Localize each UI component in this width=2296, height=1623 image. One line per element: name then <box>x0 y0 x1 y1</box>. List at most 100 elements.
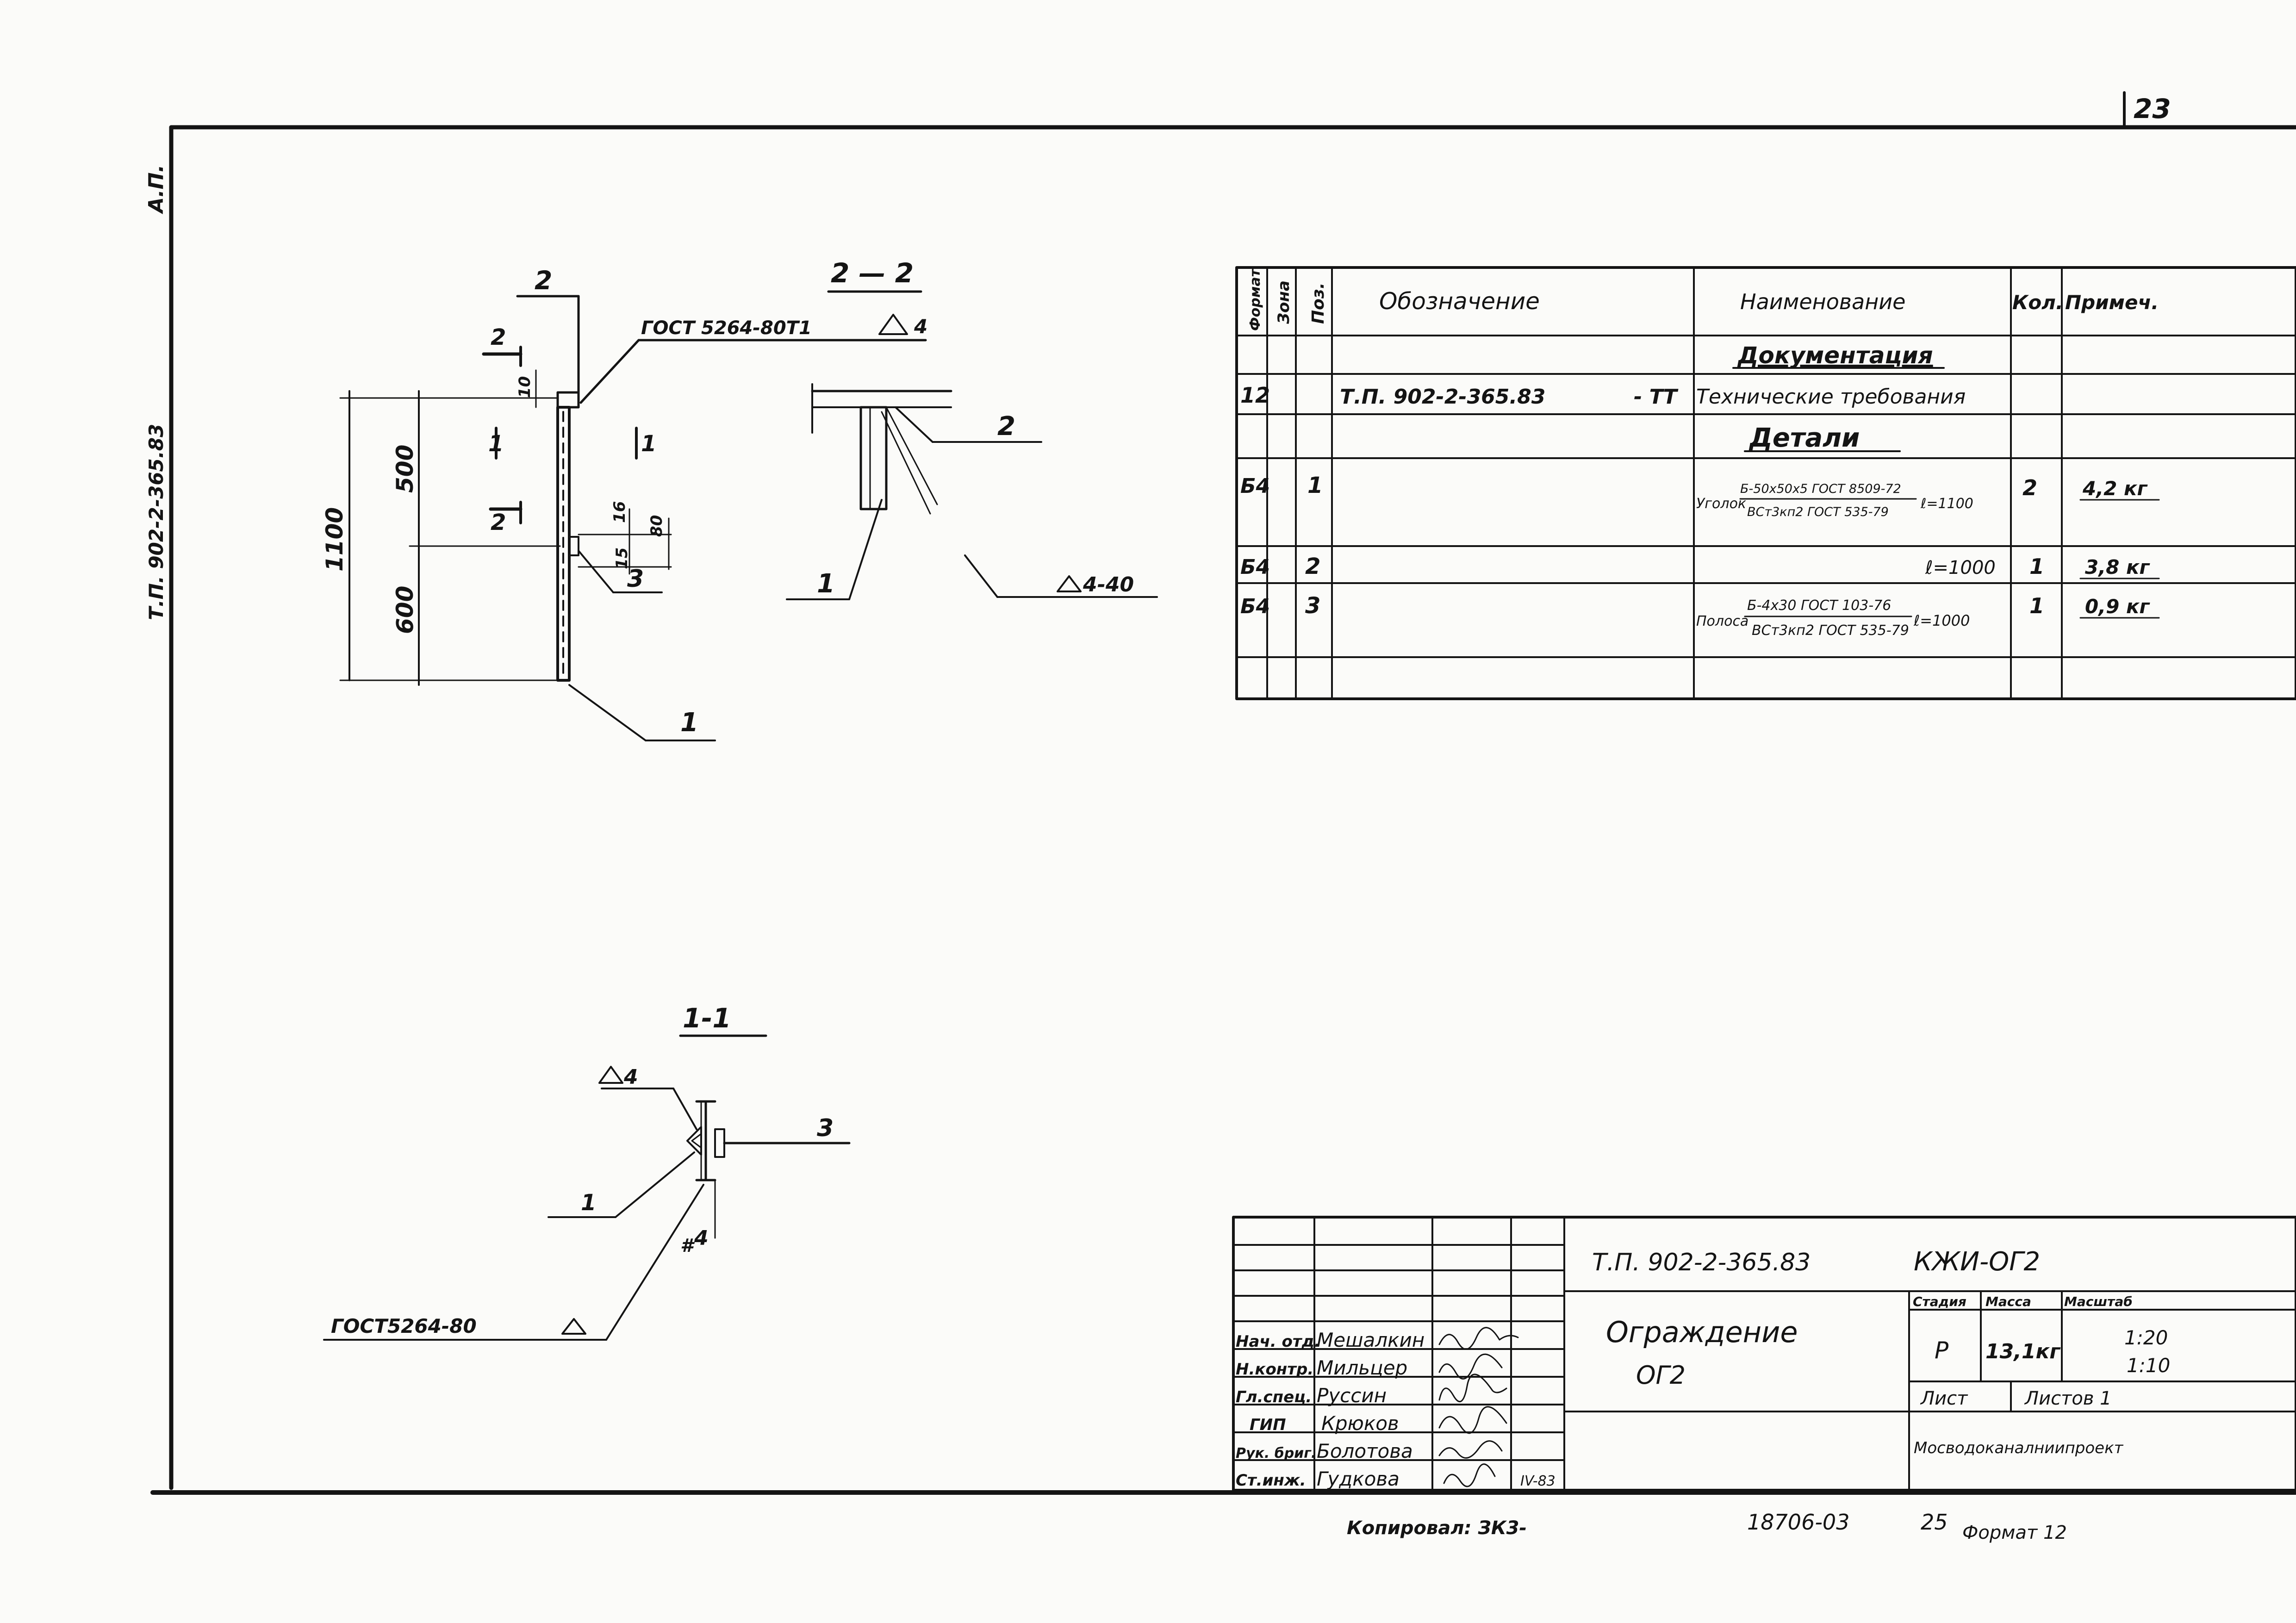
weld-triangle-icon <box>561 1318 586 1335</box>
detail-view: 2 ГОСТ 5264-80Т1 4 2 2 1 1 1100 500 600 … <box>321 266 927 741</box>
section-mark-top: 2 <box>535 266 552 295</box>
section-2-2-leader-1: 1 <box>817 569 835 599</box>
spec-header-zone: Зона <box>1275 280 1293 324</box>
spec-header-note: Примеч. <box>2065 291 2159 314</box>
cut-1-right-label: 1 <box>641 431 656 457</box>
spec-row4-pos: 3 <box>1305 593 1320 619</box>
organization: Мосводоканалниипроект <box>1914 1439 2124 1457</box>
spec-row3-qty: 1 <box>2029 554 2044 579</box>
spec-row1-designation: Т.П. 902-2-365.83 <box>1340 385 1545 409</box>
section-1-1-leader-3: 3 <box>817 1114 834 1142</box>
spec-row2-name-bottom: ВСт3кп2 ГОСТ 535-79 <box>1747 505 1889 519</box>
spec-section-parts: Детали <box>1748 423 1860 453</box>
scale-value-2: 1:10 <box>2127 1354 2170 1377</box>
staff-role-6: Ст.инж. <box>1236 1471 1306 1490</box>
spec-row3-note: 3,8 кг <box>2085 556 2151 578</box>
footer-format: Формат 12 <box>1962 1522 2067 1543</box>
title-mark: КЖИ-ОГ2 <box>1914 1247 2040 1277</box>
section-1-1-title: 1-1 <box>683 1002 731 1034</box>
staff-role-2: Н.контр. <box>1236 1360 1313 1379</box>
sheet-number: 23 <box>2134 93 2171 124</box>
spec-row1-format: 12 <box>1240 383 1270 408</box>
side-code: Т.П. 902-2-365.83 <box>145 424 168 620</box>
dim-overall: 1100 <box>321 507 348 572</box>
dim-plate-a: 16 <box>610 501 629 523</box>
section-2-2: 2 — 2 2 1 4-40 <box>786 257 1158 600</box>
spec-row3-format: Б4 <box>1240 555 1270 579</box>
spec-section-docs: Документация <box>1737 342 1933 369</box>
weld-triangle-icon <box>598 1066 623 1084</box>
scale-value-1: 1:20 <box>2124 1326 2168 1349</box>
dim-plate-b: 80 <box>647 515 666 537</box>
staff-name-2: Мильцер <box>1317 1356 1407 1379</box>
section-2-2-weld: 4-40 <box>1083 573 1134 597</box>
staff-role-3: Гл.спец. <box>1236 1388 1312 1406</box>
stage-label: Стадия <box>1913 1294 1966 1309</box>
leader-part-1: 1 <box>680 708 698 738</box>
footer-inventory: 18706-03 <box>1747 1510 1849 1535</box>
spec-row1-designation-suffix: - ТТ <box>1634 385 1679 409</box>
plate-3 <box>568 536 579 556</box>
corner-note: А.П. <box>144 165 168 214</box>
spec-row4-name: Полоса <box>1696 613 1748 629</box>
footer-page: 25 <box>1921 1510 1948 1535</box>
staff-role-1: Нач. отд. <box>1236 1332 1320 1351</box>
spec-row2-name-top: Б-50х50х5 ГОСТ 8509-72 <box>1740 482 1901 496</box>
dim-plate-c: 15 <box>613 547 631 569</box>
spec-header-pos: Поз. <box>1309 283 1328 324</box>
sheet-frame <box>150 91 2296 1495</box>
mass-value: 13,1кг <box>1985 1340 2061 1363</box>
section-1-1: 1-1 4 3 1 4 # ГОСТ5264-80 <box>323 1002 851 1341</box>
spec-header-designation: Обозначение <box>1379 288 1540 315</box>
section-2-2-leader-2: 2 <box>997 411 1015 442</box>
spec-row4-note: 0,9 кг <box>2085 595 2151 618</box>
section-1-1-leader-1: 1 <box>581 1190 596 1216</box>
sheet-label: Лист <box>1920 1388 1968 1409</box>
spec-table: Формат Зона Поз. Обозначение Наименовани… <box>1235 266 2296 700</box>
weld-triangle-icon <box>1057 575 1082 592</box>
weld-triangle-icon <box>878 314 908 335</box>
title-name-line1: Ограждение <box>1606 1315 1798 1349</box>
approval-date: IV-83 <box>1520 1473 1556 1489</box>
title-name-line2: ОГ2 <box>1636 1361 1686 1390</box>
footer-copied: Копировал: ЗК3- <box>1347 1517 1527 1539</box>
spec-row3-pos: 2 <box>1305 553 1320 579</box>
spec-row4-name-bottom: ВСт3кп2 ГОСТ 535-79 <box>1752 622 1909 639</box>
weld-leg: 4 <box>914 315 927 338</box>
weld-note: ГОСТ 5264-80Т1 <box>641 317 812 339</box>
spec-row4-name-top: Б-4х30 ГОСТ 103-76 <box>1747 597 1891 614</box>
cut-2-mid-label: 2 <box>491 510 506 535</box>
staff-name-6: Гудкова <box>1317 1468 1400 1490</box>
dim-top-offset: 10 <box>516 376 534 398</box>
spec-row2-name-tail: ℓ=1100 <box>1920 496 1973 512</box>
spec-row3-name-tail: ℓ=1000 <box>1925 557 1996 578</box>
spec-row4-qty: 1 <box>2029 593 2044 618</box>
spec-row2-name: Уголок <box>1696 496 1746 512</box>
spec-header-qty: Кол. <box>2012 291 2063 314</box>
section-1-1-plate-prefix: # <box>680 1235 695 1256</box>
spec-header-name: Наименование <box>1740 289 1905 314</box>
spec-header-format: Формат <box>1247 268 1263 331</box>
staff-name-1: Мешалкин <box>1317 1329 1425 1351</box>
cut-1-left-label: 1 <box>488 431 504 457</box>
spec-row2-format: Б4 <box>1240 474 1270 498</box>
signatures <box>1438 1327 1519 1487</box>
spec-row2-qty: 2 <box>2022 475 2037 500</box>
staff-name-4: Крюков <box>1321 1412 1399 1435</box>
cut-2-top-label: 2 <box>491 324 506 350</box>
sheets-label: Листов 1 <box>2024 1388 2112 1409</box>
section-1-1-weld-top: 4 <box>623 1065 638 1089</box>
spec-row4-format: Б4 <box>1240 595 1270 618</box>
spec-row2-pos: 1 <box>1307 473 1323 498</box>
spec-row2-note: 4,2 кг <box>2082 477 2148 500</box>
title-block: Т.П. 902-2-365.83 КЖИ-ОГ2 Ограждение ОГ2… <box>1232 1216 2296 1492</box>
mass-label: Масса <box>1985 1294 2031 1309</box>
staff-role-4: ГИП <box>1250 1416 1286 1434</box>
dim-upper: 500 <box>392 445 418 493</box>
section-1-1-weld-note: ГОСТ5264-80 <box>331 1315 477 1337</box>
section-1-1-plate: 4 <box>694 1226 709 1250</box>
staff-role-5: Рук. бриг. <box>1236 1445 1316 1461</box>
staff-name-3: Руссин <box>1317 1384 1387 1407</box>
title-code: Т.П. 902-2-365.83 <box>1592 1249 1811 1276</box>
